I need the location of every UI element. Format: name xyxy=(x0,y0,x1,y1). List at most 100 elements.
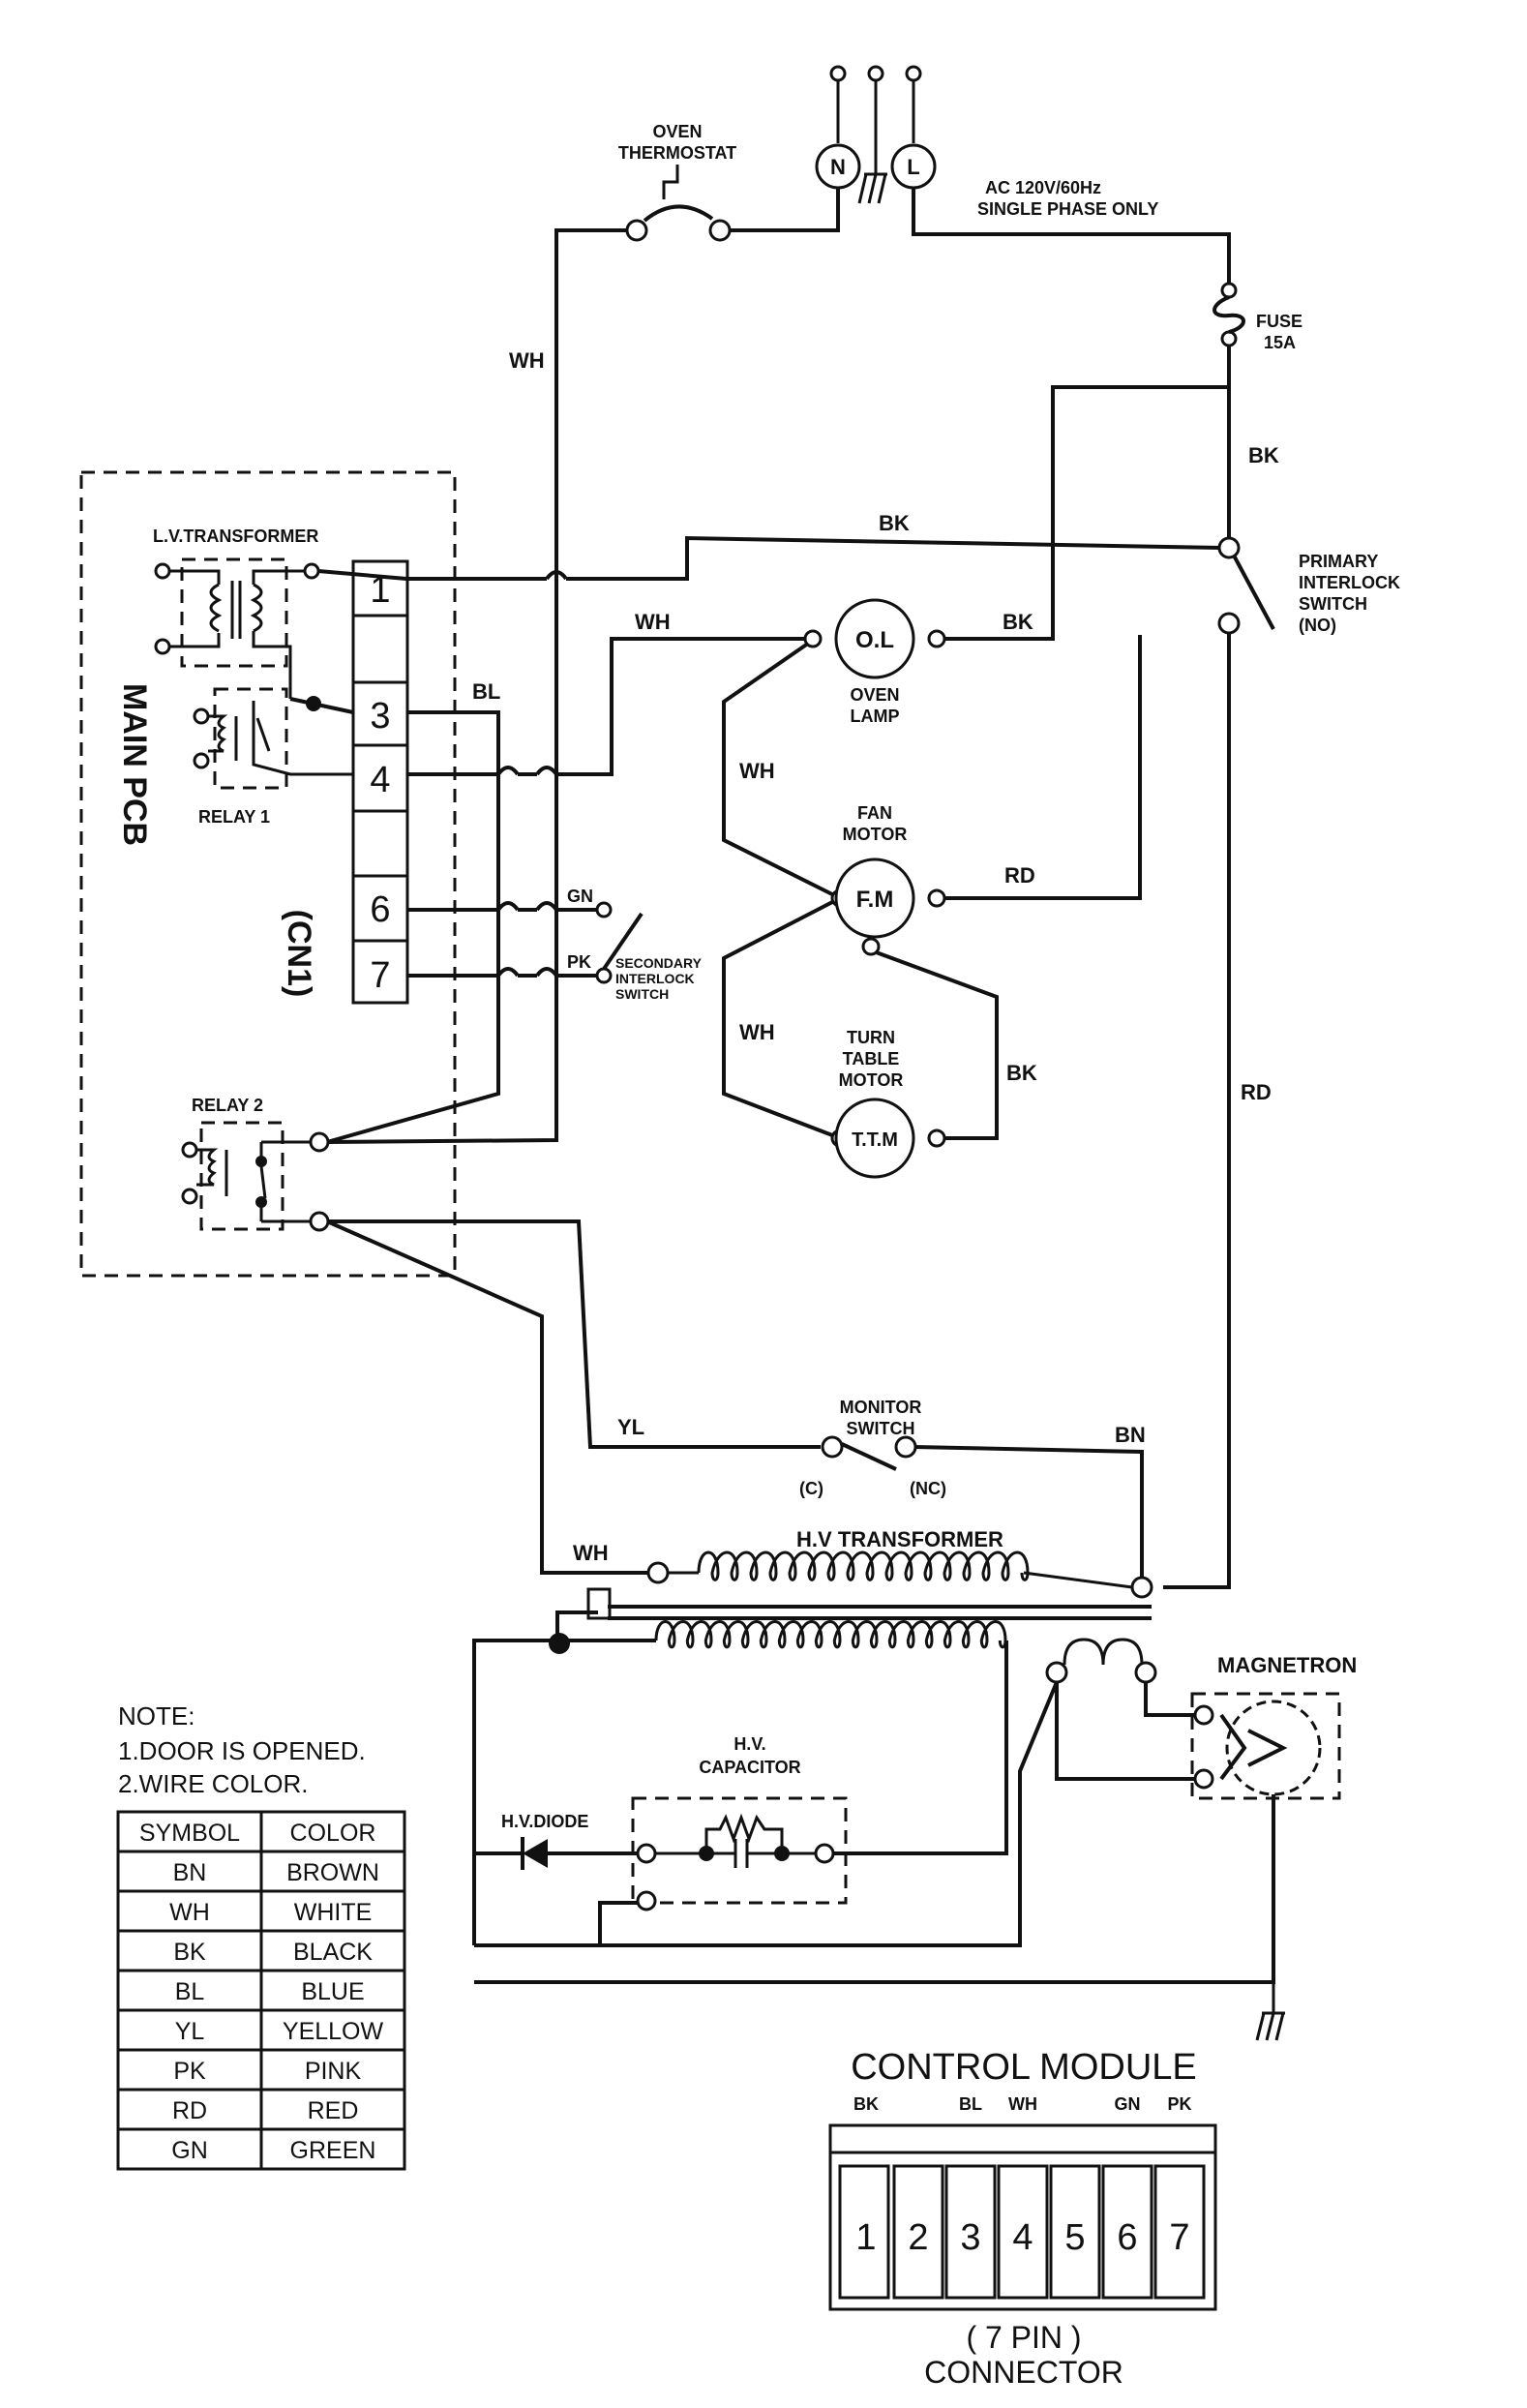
primary-interlock-switch: PRIMARY INTERLOCK SWITCH (NO) xyxy=(1217,536,1400,635)
wire-label-bl: BL xyxy=(472,679,500,704)
turntable-motor-symbol: T.T.M xyxy=(852,1129,898,1151)
monitor-switch-label-2: SWITCH xyxy=(847,1419,915,1438)
hv-diode: H.V.DIODE xyxy=(474,1812,638,1870)
connector-pin-number: 2 xyxy=(908,2217,928,2258)
hv-transformer-label: H.V TRANSFORMER xyxy=(796,1527,1003,1551)
wire-label-bk-pin1: BK xyxy=(879,511,910,535)
note-line-1: 1.DOOR IS OPENED. xyxy=(118,1736,366,1765)
secondary-interlock-label-1: SECONDARY xyxy=(615,955,703,971)
table-cell: RD xyxy=(172,2097,207,2124)
neutral-terminal-label: N xyxy=(830,155,846,179)
connector-pin-number: 3 xyxy=(960,2217,980,2258)
table-cell: YELLOW xyxy=(283,2018,384,2045)
lv-transformer-label: L.V.TRANSFORMER xyxy=(153,527,318,546)
cn1-connector: 1 3 4 6 7 xyxy=(351,559,409,1005)
note-line-2: 2.WIRE COLOR. xyxy=(118,1769,308,1798)
hv-primary-coil xyxy=(697,1550,1030,1581)
wire-label-bk-fuse: BK xyxy=(1248,443,1279,467)
connector-pin-number: 7 xyxy=(1169,2217,1189,2258)
transformer-coil-icon xyxy=(209,583,223,633)
primary-interlock-label-3: SWITCH xyxy=(1299,594,1367,614)
connector-pin-wire-label: WH xyxy=(1008,2094,1037,2114)
connector-pin-cell xyxy=(892,2164,944,2300)
hv-secondary-coil xyxy=(654,1620,1007,1649)
diode-icon xyxy=(521,1837,548,1870)
oven-thermostat-label-1: OVEN xyxy=(652,122,702,141)
ground-icon xyxy=(1255,1982,1285,2041)
fan-motor-label-1: FAN xyxy=(857,803,892,823)
secondary-interlock-label-2: INTERLOCK xyxy=(615,971,695,986)
control-module-title: CONTROL MODULE xyxy=(851,2047,1197,2088)
table-cell: BL xyxy=(175,1978,205,2005)
table-header-cell: SYMBOL xyxy=(139,1820,240,1847)
table-cell: GN xyxy=(171,2137,208,2164)
control-module-caption-2: CONNECTOR xyxy=(924,2355,1123,2390)
primary-interlock-label-4: (NO) xyxy=(1299,616,1336,635)
oven-lamp-label-1: OVEN xyxy=(850,685,899,705)
note: NOTE: 1.DOOR IS OPENED. 2.WIRE COLOR. xyxy=(118,1701,366,1798)
magnetron-label: MAGNETRON xyxy=(1217,1653,1357,1677)
connector-pin-cell xyxy=(838,2164,890,2300)
wires xyxy=(326,188,1275,1589)
fan-motor-label-2: MOTOR xyxy=(843,825,908,844)
cn1-label: (CN1) xyxy=(281,910,317,998)
hv-transformer: H.V TRANSFORMER xyxy=(472,1527,1198,1947)
turntable-motor-label-3: MOTOR xyxy=(839,1070,904,1090)
wire-label-bk-lamp: BK xyxy=(1003,610,1033,634)
connector-pin-wire-label: PK xyxy=(1167,2094,1191,2114)
table-cell: WHITE xyxy=(294,1899,373,1926)
cn1-pin-6: 6 xyxy=(370,889,390,930)
motor-icon xyxy=(834,858,915,939)
table-cell: WH xyxy=(169,1899,210,1926)
wire-label-rd-fan: RD xyxy=(1004,863,1035,888)
turntable-motor-label-1: TURN xyxy=(847,1028,895,1047)
secondary-interlock-switch: GN PK SECONDARY INTERLOCK SWITCH xyxy=(567,887,703,1002)
hv-capacitor-label-1: H.V. xyxy=(734,1734,765,1754)
hv-diode-label: H.V.DIODE xyxy=(501,1812,588,1831)
oven-thermostat-label-2: THERMOSTAT xyxy=(618,143,736,163)
connector-pin-wire-label: GN xyxy=(1115,2094,1141,2114)
magnetron: MAGNETRON xyxy=(474,1653,1357,2041)
relay-1-label: RELAY 1 xyxy=(198,807,270,827)
relay-2-label: RELAY 2 xyxy=(192,1096,263,1115)
monitor-switch-label-1: MONITOR xyxy=(840,1398,922,1417)
hv-capacitor-label-2: CAPACITOR xyxy=(699,1758,800,1777)
oven-lamp-symbol: O.L xyxy=(855,627,894,653)
table-cell: PK xyxy=(173,2058,206,2085)
table-cell: BK xyxy=(173,1939,206,1966)
wire-label-pk: PK xyxy=(567,952,591,972)
main-pcb: MAIN PCB (CN1) L.V.TRANSFORMER xyxy=(79,470,457,1278)
connector-pin-number: 4 xyxy=(1012,2217,1033,2258)
supply-spec-line2: SINGLE PHASE ONLY xyxy=(977,199,1158,219)
table-cell: YL xyxy=(175,2018,205,2045)
table-cell: BLACK xyxy=(293,1939,373,1966)
table-cell: PINK xyxy=(305,2058,362,2085)
fan-motor: FAN MOTOR F.M xyxy=(830,803,946,956)
wire-label-wh-hv: WH xyxy=(573,1541,609,1565)
monitor-switch-nc: (NC) xyxy=(910,1479,946,1498)
table-header-cell: COLOR xyxy=(290,1820,376,1847)
relay-coil-icon xyxy=(208,714,228,753)
connector-pin-cell xyxy=(1049,2164,1101,2300)
fuse-label-1: FUSE xyxy=(1256,312,1302,331)
table-cell: BLUE xyxy=(301,1978,364,2005)
wire-label-yl: YL xyxy=(617,1415,644,1439)
cn1-pin-3: 3 xyxy=(370,696,390,737)
note-title: NOTE: xyxy=(118,1701,195,1731)
connector-pin-number: 5 xyxy=(1064,2217,1085,2258)
fuse: FUSE 15A xyxy=(1213,282,1302,352)
cn1-pin-7: 7 xyxy=(370,955,390,996)
line-terminal-label: L xyxy=(907,155,919,179)
ground-icon xyxy=(857,172,887,204)
table-cell: GREEN xyxy=(290,2137,376,2164)
wire-label-gn: GN xyxy=(567,887,593,906)
connector-pin-cell xyxy=(944,2164,997,2300)
turntable-motor: TURN TABLE MOTOR T.T.M xyxy=(830,1028,946,1179)
table-cell: BN xyxy=(173,1859,207,1886)
fuse-label-2: 15A xyxy=(1264,333,1296,352)
monitor-switch: MONITOR SWITCH (C) (NC) xyxy=(799,1398,946,1498)
wire-label-wh-pin4: WH xyxy=(635,610,671,634)
